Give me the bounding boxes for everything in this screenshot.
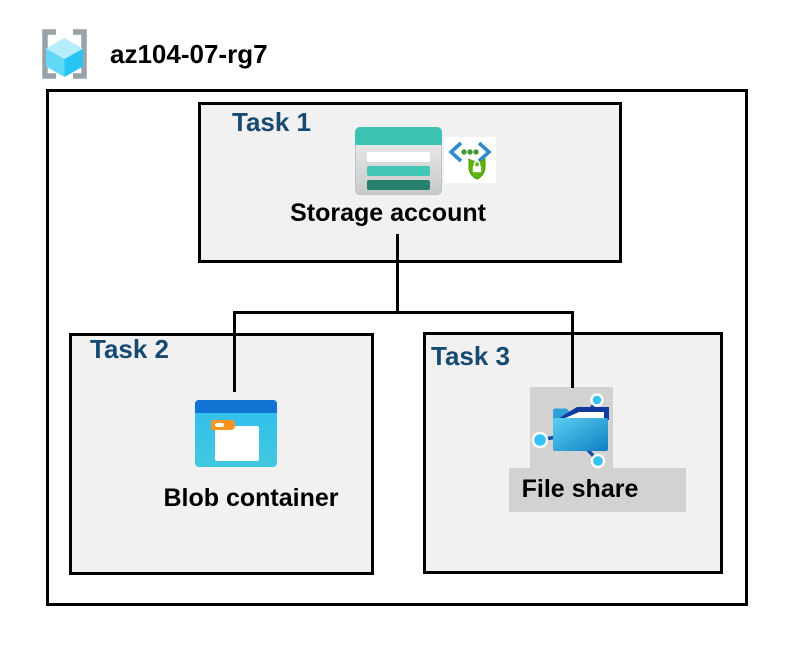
- storage-icon-bar-dark-teal: [367, 180, 430, 190]
- file-share-label-highlight: [509, 468, 686, 512]
- connector-horizontal: [233, 311, 574, 314]
- azure-resource-group-icon: [42, 29, 87, 79]
- file-share-label: File share: [521, 475, 639, 503]
- resource-group-title: az104-07-rg7: [110, 39, 268, 69]
- task3-label: Task 3: [431, 341, 511, 371]
- storage-icon-header-band: [355, 127, 442, 145]
- storage-icon-bar-teal: [367, 166, 430, 176]
- blob-icon-folder-tab-dash: [215, 423, 224, 427]
- connector-storage-stem: [396, 234, 399, 313]
- connector-to-file-share: [571, 311, 574, 388]
- task1-label: Task 1: [232, 107, 312, 137]
- storage-icon-bar-white: [367, 152, 430, 162]
- connector-to-blob-container: [233, 311, 236, 392]
- blob-container-label: Blob container: [163, 484, 339, 512]
- file-share-icon: [531, 393, 609, 469]
- blob-icon-folder: [215, 426, 259, 461]
- blob-icon-header-band: [195, 400, 277, 413]
- blob-container-icon: [195, 400, 277, 467]
- storage-account-label: Storage account: [290, 199, 486, 227]
- code-shield-lock-icon: [444, 137, 496, 183]
- task2-label: Task 2: [90, 334, 170, 364]
- blob-icon-folder-tab: [211, 420, 235, 430]
- storage-account-icon: [355, 127, 442, 195]
